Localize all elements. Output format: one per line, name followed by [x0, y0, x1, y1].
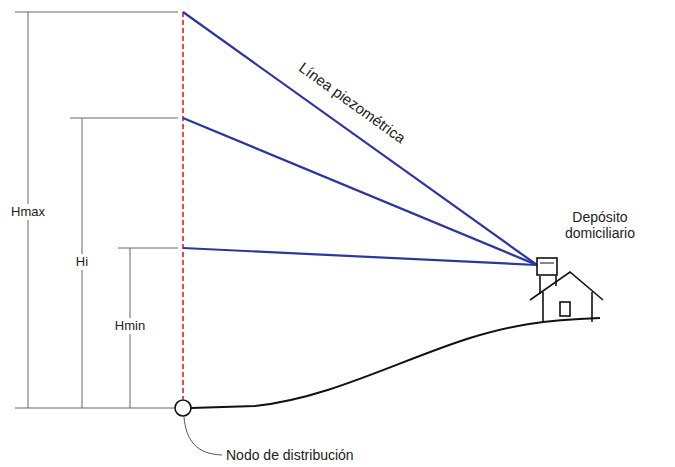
leader-line — [184, 417, 222, 455]
dimension-label: Hi — [74, 254, 90, 271]
house-tank — [537, 258, 557, 275]
node-label: Nodo de distribución — [226, 447, 354, 463]
tank-label: Depósito domiciliario — [552, 209, 648, 241]
distribution-node — [175, 400, 191, 416]
house — [530, 272, 603, 322]
ground-profile — [191, 318, 600, 408]
tank-water-level — [540, 263, 554, 264]
vertical-dashed-line — [182, 12, 184, 399]
piezometric-lines — [183, 12, 537, 265]
dimension-label: Hmin — [113, 318, 147, 335]
dimension-label: Hmax — [9, 204, 47, 221]
